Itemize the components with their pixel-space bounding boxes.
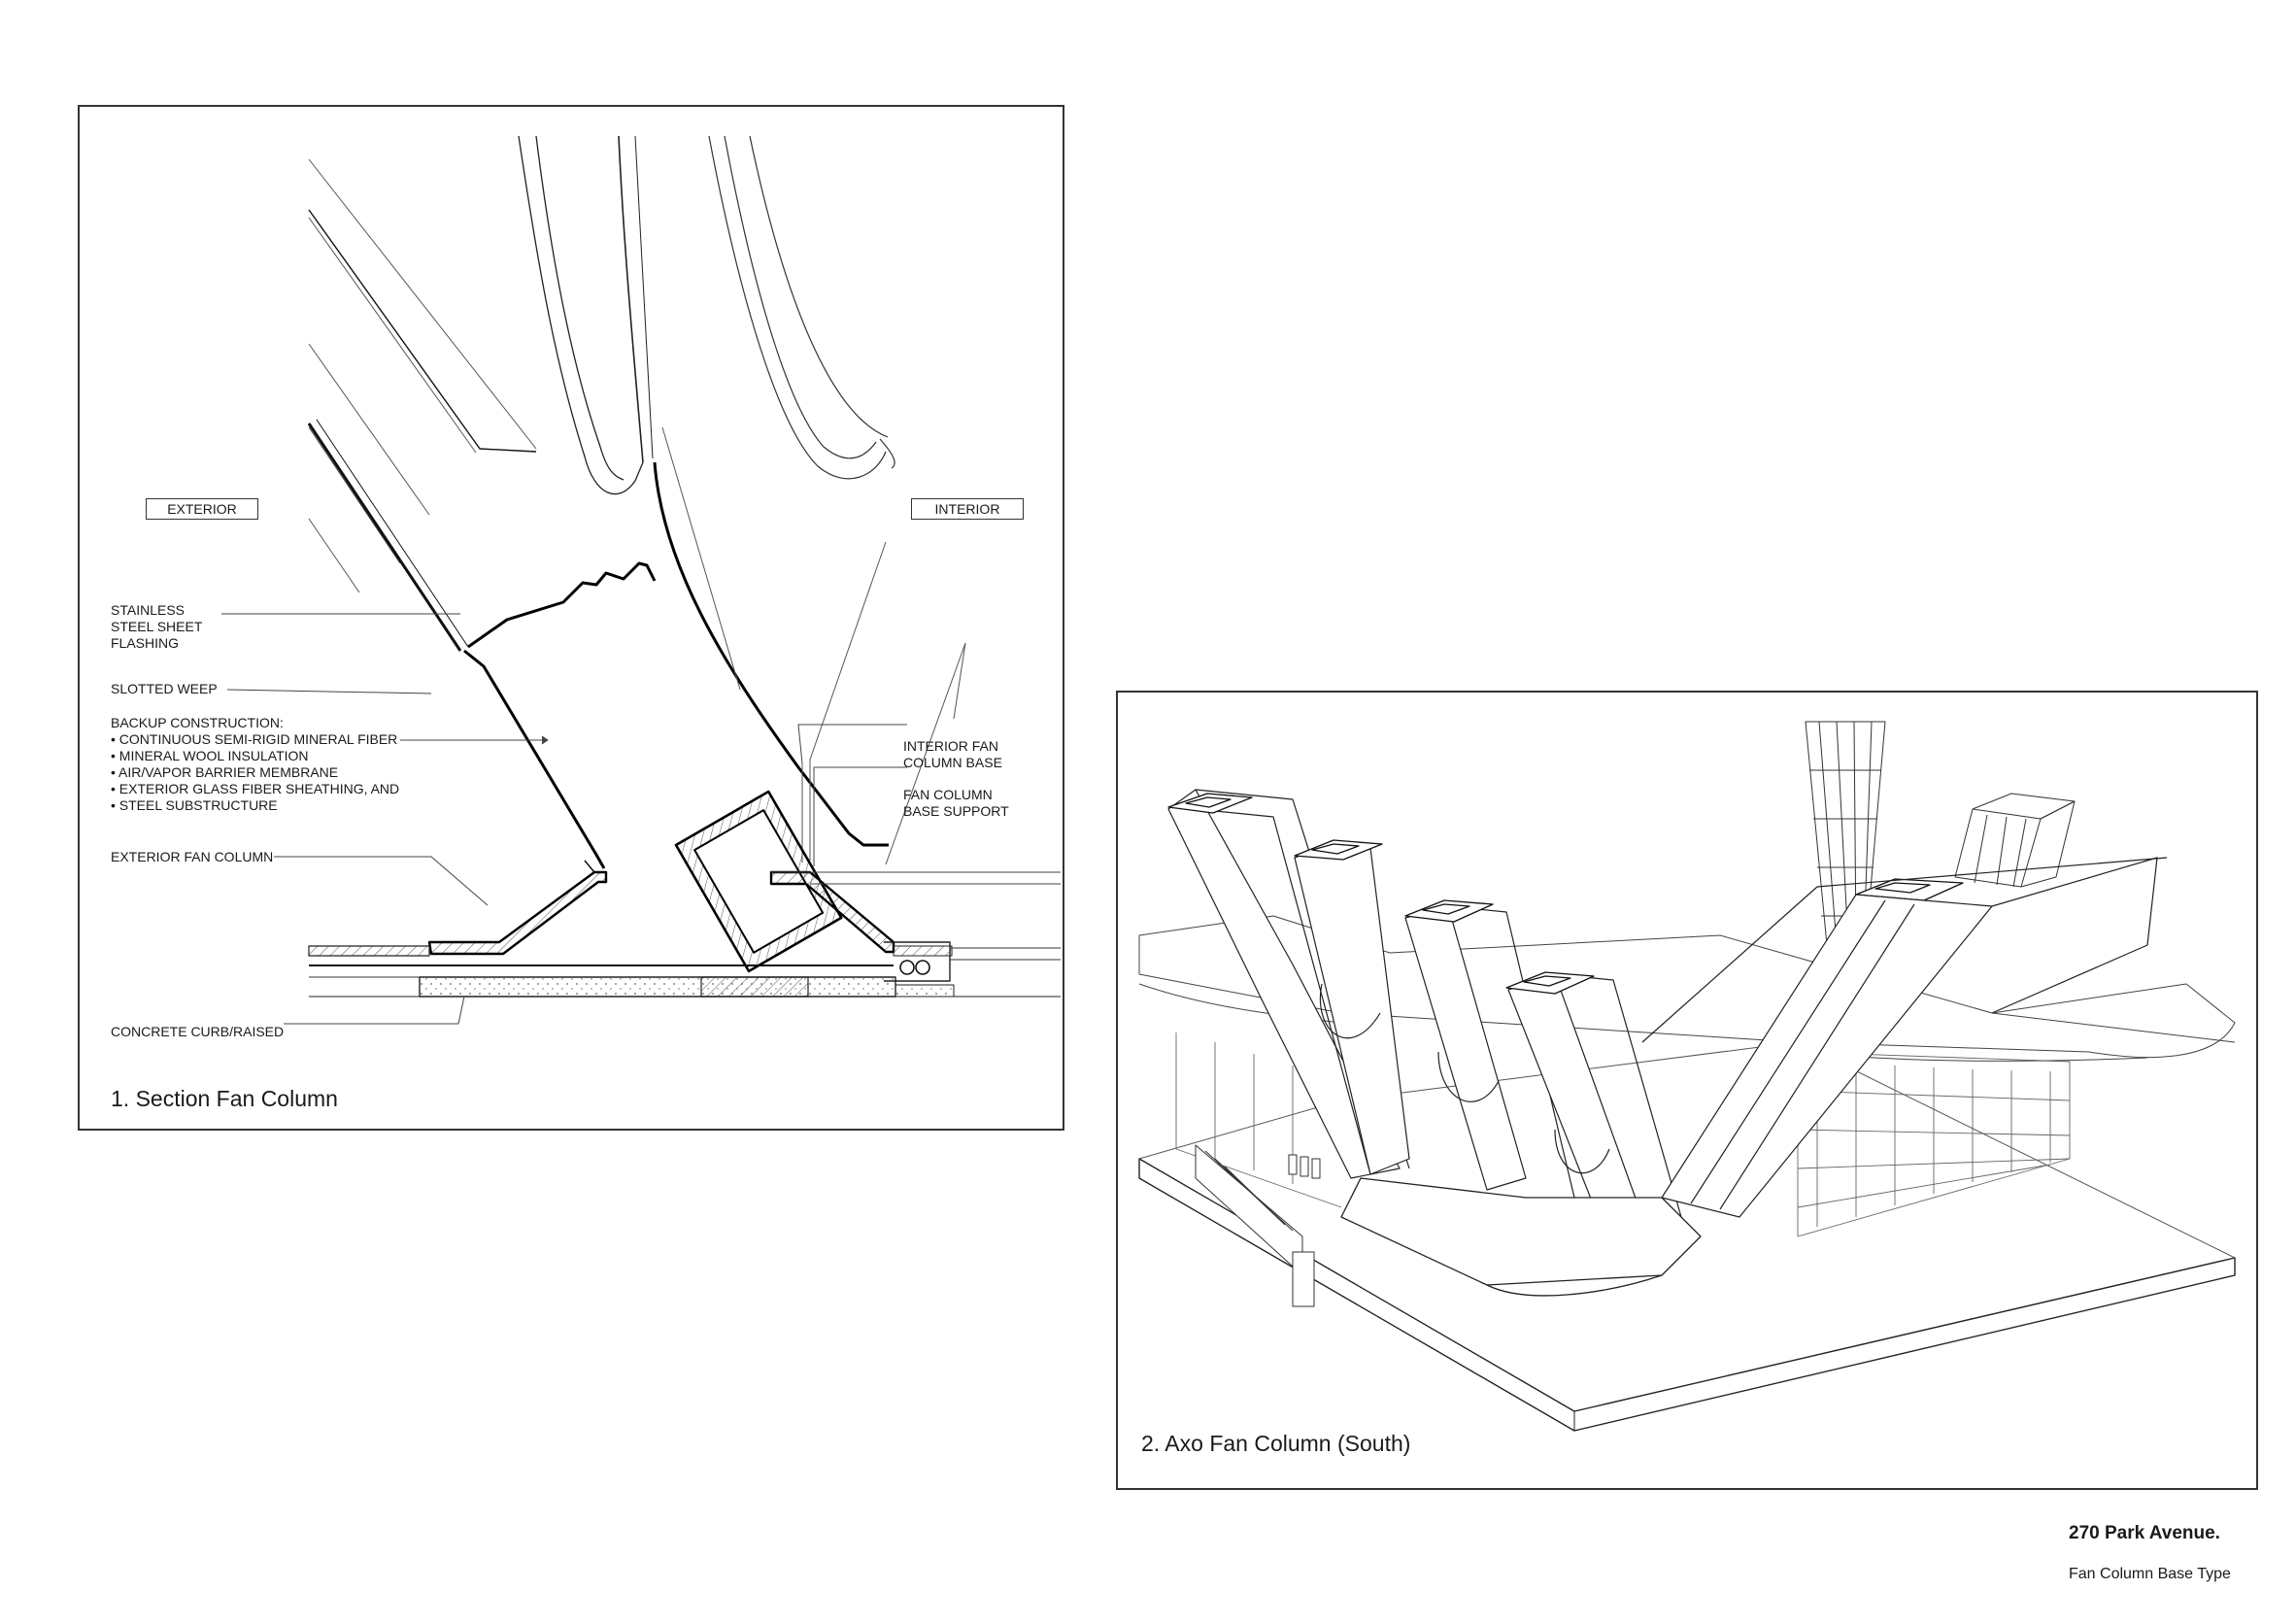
column-base-profile bbox=[463, 461, 889, 869]
axo-caption: 2. Axo Fan Column (South) bbox=[1141, 1431, 1411, 1456]
column-core bbox=[674, 790, 843, 973]
callout-concrete-curb: CONCRETE CURB/RAISED bbox=[111, 1024, 285, 1039]
axo-drawing bbox=[1138, 721, 2236, 1432]
fan-blades-left bbox=[1167, 789, 1682, 1232]
title-block: 270 Park Avenue. Fan Column Base Type bbox=[2069, 1523, 2231, 1583]
section-caption: 1. Section Fan Column bbox=[111, 1086, 338, 1111]
interior-tag: INTERIOR bbox=[911, 498, 1024, 520]
interior-fan-column-foot bbox=[769, 870, 1061, 954]
callout-exterior-fan-column: EXTERIOR FAN COLUMN bbox=[111, 849, 274, 864]
fan-blade-right bbox=[1641, 857, 2168, 1218]
callout-slotted-weep: SLOTTED WEEP bbox=[111, 681, 218, 696]
interior-guide-lines bbox=[661, 426, 966, 865]
bollards bbox=[1288, 1154, 1321, 1179]
concrete-curb bbox=[309, 976, 1061, 998]
callout-fan-column-base-support: FAN COLUMN BASE SUPPORT bbox=[903, 787, 1009, 819]
glass-pavilion bbox=[1175, 1032, 2071, 1237]
fan-column-blade bbox=[518, 135, 654, 495]
axo-panel: 2. Axo Fan Column (South) bbox=[1116, 691, 2258, 1490]
callout-backup-construction: BACKUP CONSTRUCTION: • CONTINUOUS SEMI-R… bbox=[111, 715, 400, 813]
exterior-tag: EXTERIOR bbox=[146, 498, 258, 520]
exterior-cladding bbox=[307, 209, 537, 652]
fan-column-rear-right bbox=[1954, 793, 2076, 888]
leader-lines bbox=[221, 613, 907, 1025]
section-panel: EXTERIOR INTERIOR STAINLESS STEEL SHEET … bbox=[78, 105, 1064, 1131]
callout-flashing: STAINLESS STEEL SHEET FLASHING bbox=[111, 602, 203, 651]
column-base-plinth bbox=[1340, 1177, 1702, 1297]
project-title: 270 Park Avenue. bbox=[2069, 1523, 2220, 1543]
exterior-construction-lines bbox=[308, 158, 537, 593]
sheet-title: Fan Column Base Type bbox=[2069, 1566, 2231, 1582]
floor-slab bbox=[308, 941, 1061, 982]
section-drawing bbox=[221, 135, 1061, 1025]
interior-blade bbox=[708, 135, 895, 480]
stair bbox=[1195, 1144, 1315, 1307]
callout-interior-fan-column-base: INTERIOR FAN COLUMN BASE bbox=[903, 738, 1002, 770]
exterior-fan-column-foot bbox=[427, 860, 608, 956]
